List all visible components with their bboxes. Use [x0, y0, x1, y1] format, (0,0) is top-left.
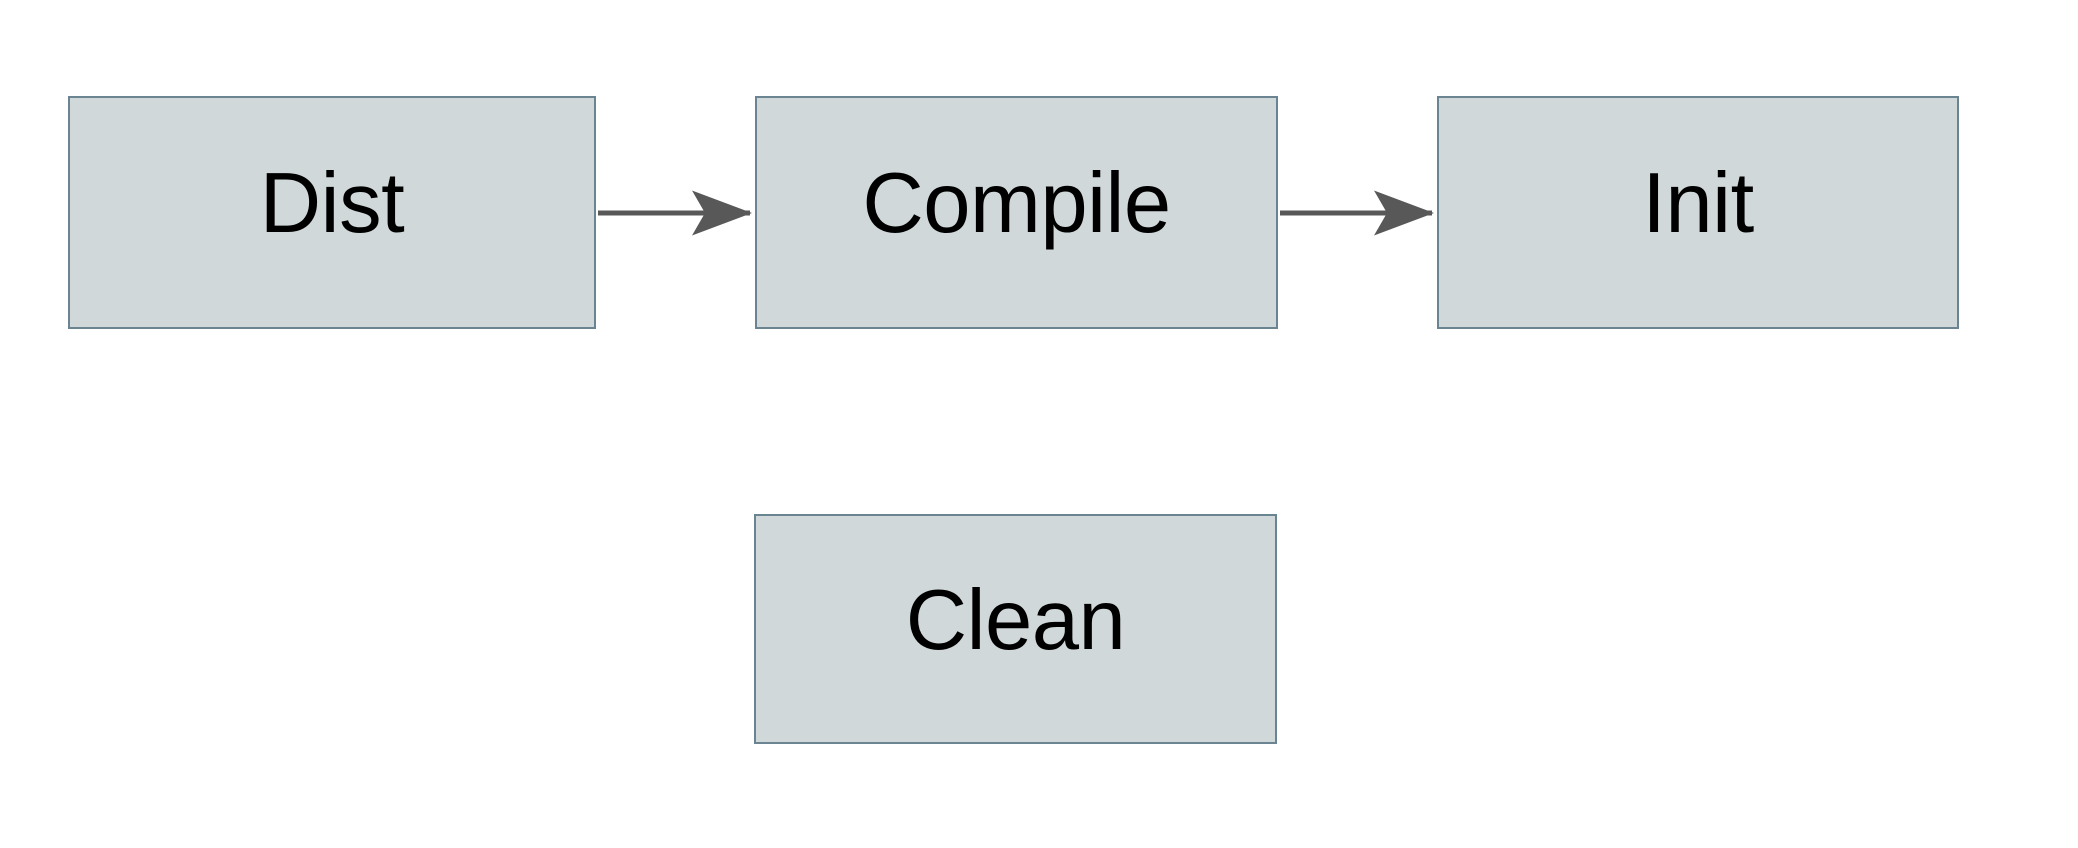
node-clean[interactable]: Clean — [754, 514, 1277, 744]
node-dist[interactable]: Dist — [68, 96, 596, 329]
node-init[interactable]: Init — [1437, 96, 1959, 329]
node-clean-label: Clean — [905, 572, 1126, 668]
node-init-label: Init — [1642, 156, 1754, 251]
node-compile-label: Compile — [862, 156, 1171, 251]
node-dist-label: Dist — [259, 156, 405, 251]
node-compile[interactable]: Compile — [755, 96, 1278, 329]
